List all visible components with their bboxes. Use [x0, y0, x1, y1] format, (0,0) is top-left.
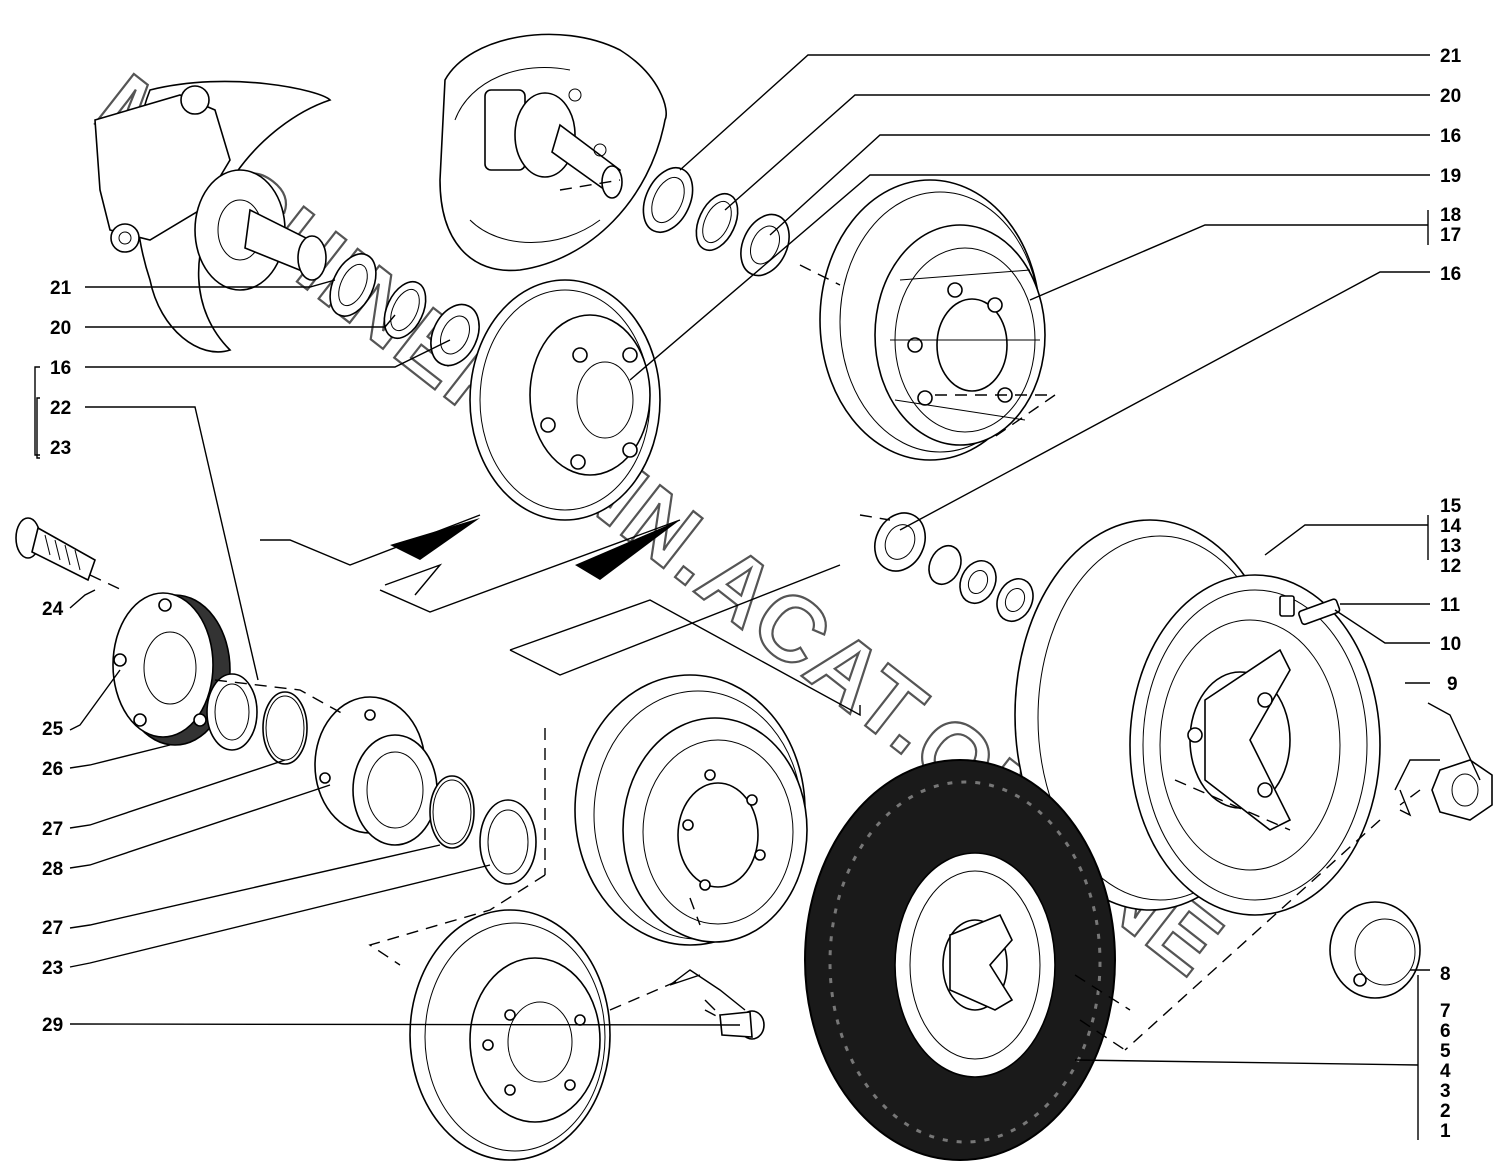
callout-19: 19 [1440, 166, 1461, 187]
callout-24: 24 [42, 599, 64, 620]
ring-left [383, 280, 427, 340]
callout-5: 5 [1440, 1041, 1451, 1062]
callout-22: 22 [50, 398, 71, 419]
brake-drum-lower [574, 674, 808, 946]
callout-11: 11 [1440, 595, 1461, 616]
ring-upper [695, 192, 739, 252]
callout-15: 15 [1440, 496, 1462, 517]
hub-cap [1329, 901, 1421, 999]
callout-23-lower: 23 [42, 958, 63, 979]
callout-17: 17 [1440, 225, 1461, 246]
callout-21-left: 21 [50, 278, 72, 299]
callout-12: 12 [1440, 556, 1461, 577]
hub-nut [874, 512, 926, 572]
wheel-stud [15, 517, 96, 582]
flange-gasket [112, 592, 231, 746]
callout-10: 10 [1440, 634, 1461, 655]
bushing-ring-lower [479, 799, 537, 885]
callout-2: 2 [1440, 1101, 1451, 1122]
callout-20-upper: 20 [1440, 86, 1461, 107]
wheel-rim [1014, 519, 1381, 916]
callout-16-upper: 16 [1440, 126, 1461, 147]
seal-upper [642, 167, 694, 233]
snap-ring-a [262, 691, 308, 765]
callout-16-right: 16 [1440, 264, 1461, 285]
callout-25: 25 [42, 719, 64, 740]
bearing-upper [740, 213, 790, 277]
seal-left [329, 253, 377, 317]
callout-6: 6 [1440, 1021, 1451, 1042]
callout-29: 29 [42, 1015, 63, 1036]
brake-backing-plate [439, 33, 667, 272]
wheel-nut [1431, 759, 1493, 821]
callout-23-upper: 23 [50, 438, 71, 459]
tire-wheel-assembly [804, 759, 1116, 1161]
callout-28: 28 [42, 859, 63, 880]
callout-13: 13 [1440, 536, 1461, 557]
nut-b [996, 578, 1034, 622]
brake-disc-upper [469, 279, 661, 521]
callout-26: 26 [42, 759, 63, 780]
callout-27-upper: 27 [42, 819, 63, 840]
countersunk-screw [719, 1010, 765, 1040]
leader-lines [34, 54, 1481, 1140]
bearing-left [430, 303, 480, 367]
callout-27-lower: 27 [42, 918, 63, 939]
callout-14: 14 [1440, 516, 1462, 537]
bushing-ring [206, 673, 258, 751]
lock-washer [928, 544, 962, 586]
assembly-dash-lines [89, 179, 1421, 1051]
nut-a [959, 560, 997, 604]
hub-lower [314, 696, 438, 846]
callout-7: 7 [1440, 1001, 1451, 1022]
callout-3: 3 [1440, 1081, 1451, 1102]
callout-16-left: 16 [50, 358, 71, 379]
callout-18: 18 [1440, 205, 1461, 226]
callout-4: 4 [1440, 1061, 1451, 1082]
callout-9: 9 [1447, 674, 1458, 695]
brake-drum-upper [819, 179, 1046, 461]
callout-labels: 21 20 16 19 18 17 16 15 14 13 12 11 10 9… [42, 46, 1462, 1142]
brake-disc-lower [409, 909, 611, 1161]
snap-ring-b [429, 775, 475, 849]
callout-8: 8 [1440, 964, 1451, 985]
steering-knuckle [94, 80, 332, 353]
balance-weight [1279, 595, 1341, 626]
callout-20-left: 20 [50, 318, 71, 339]
callout-21-upper: 21 [1440, 46, 1462, 67]
assembly-brackets [260, 514, 1440, 1011]
callout-1: 1 [1440, 1121, 1451, 1142]
